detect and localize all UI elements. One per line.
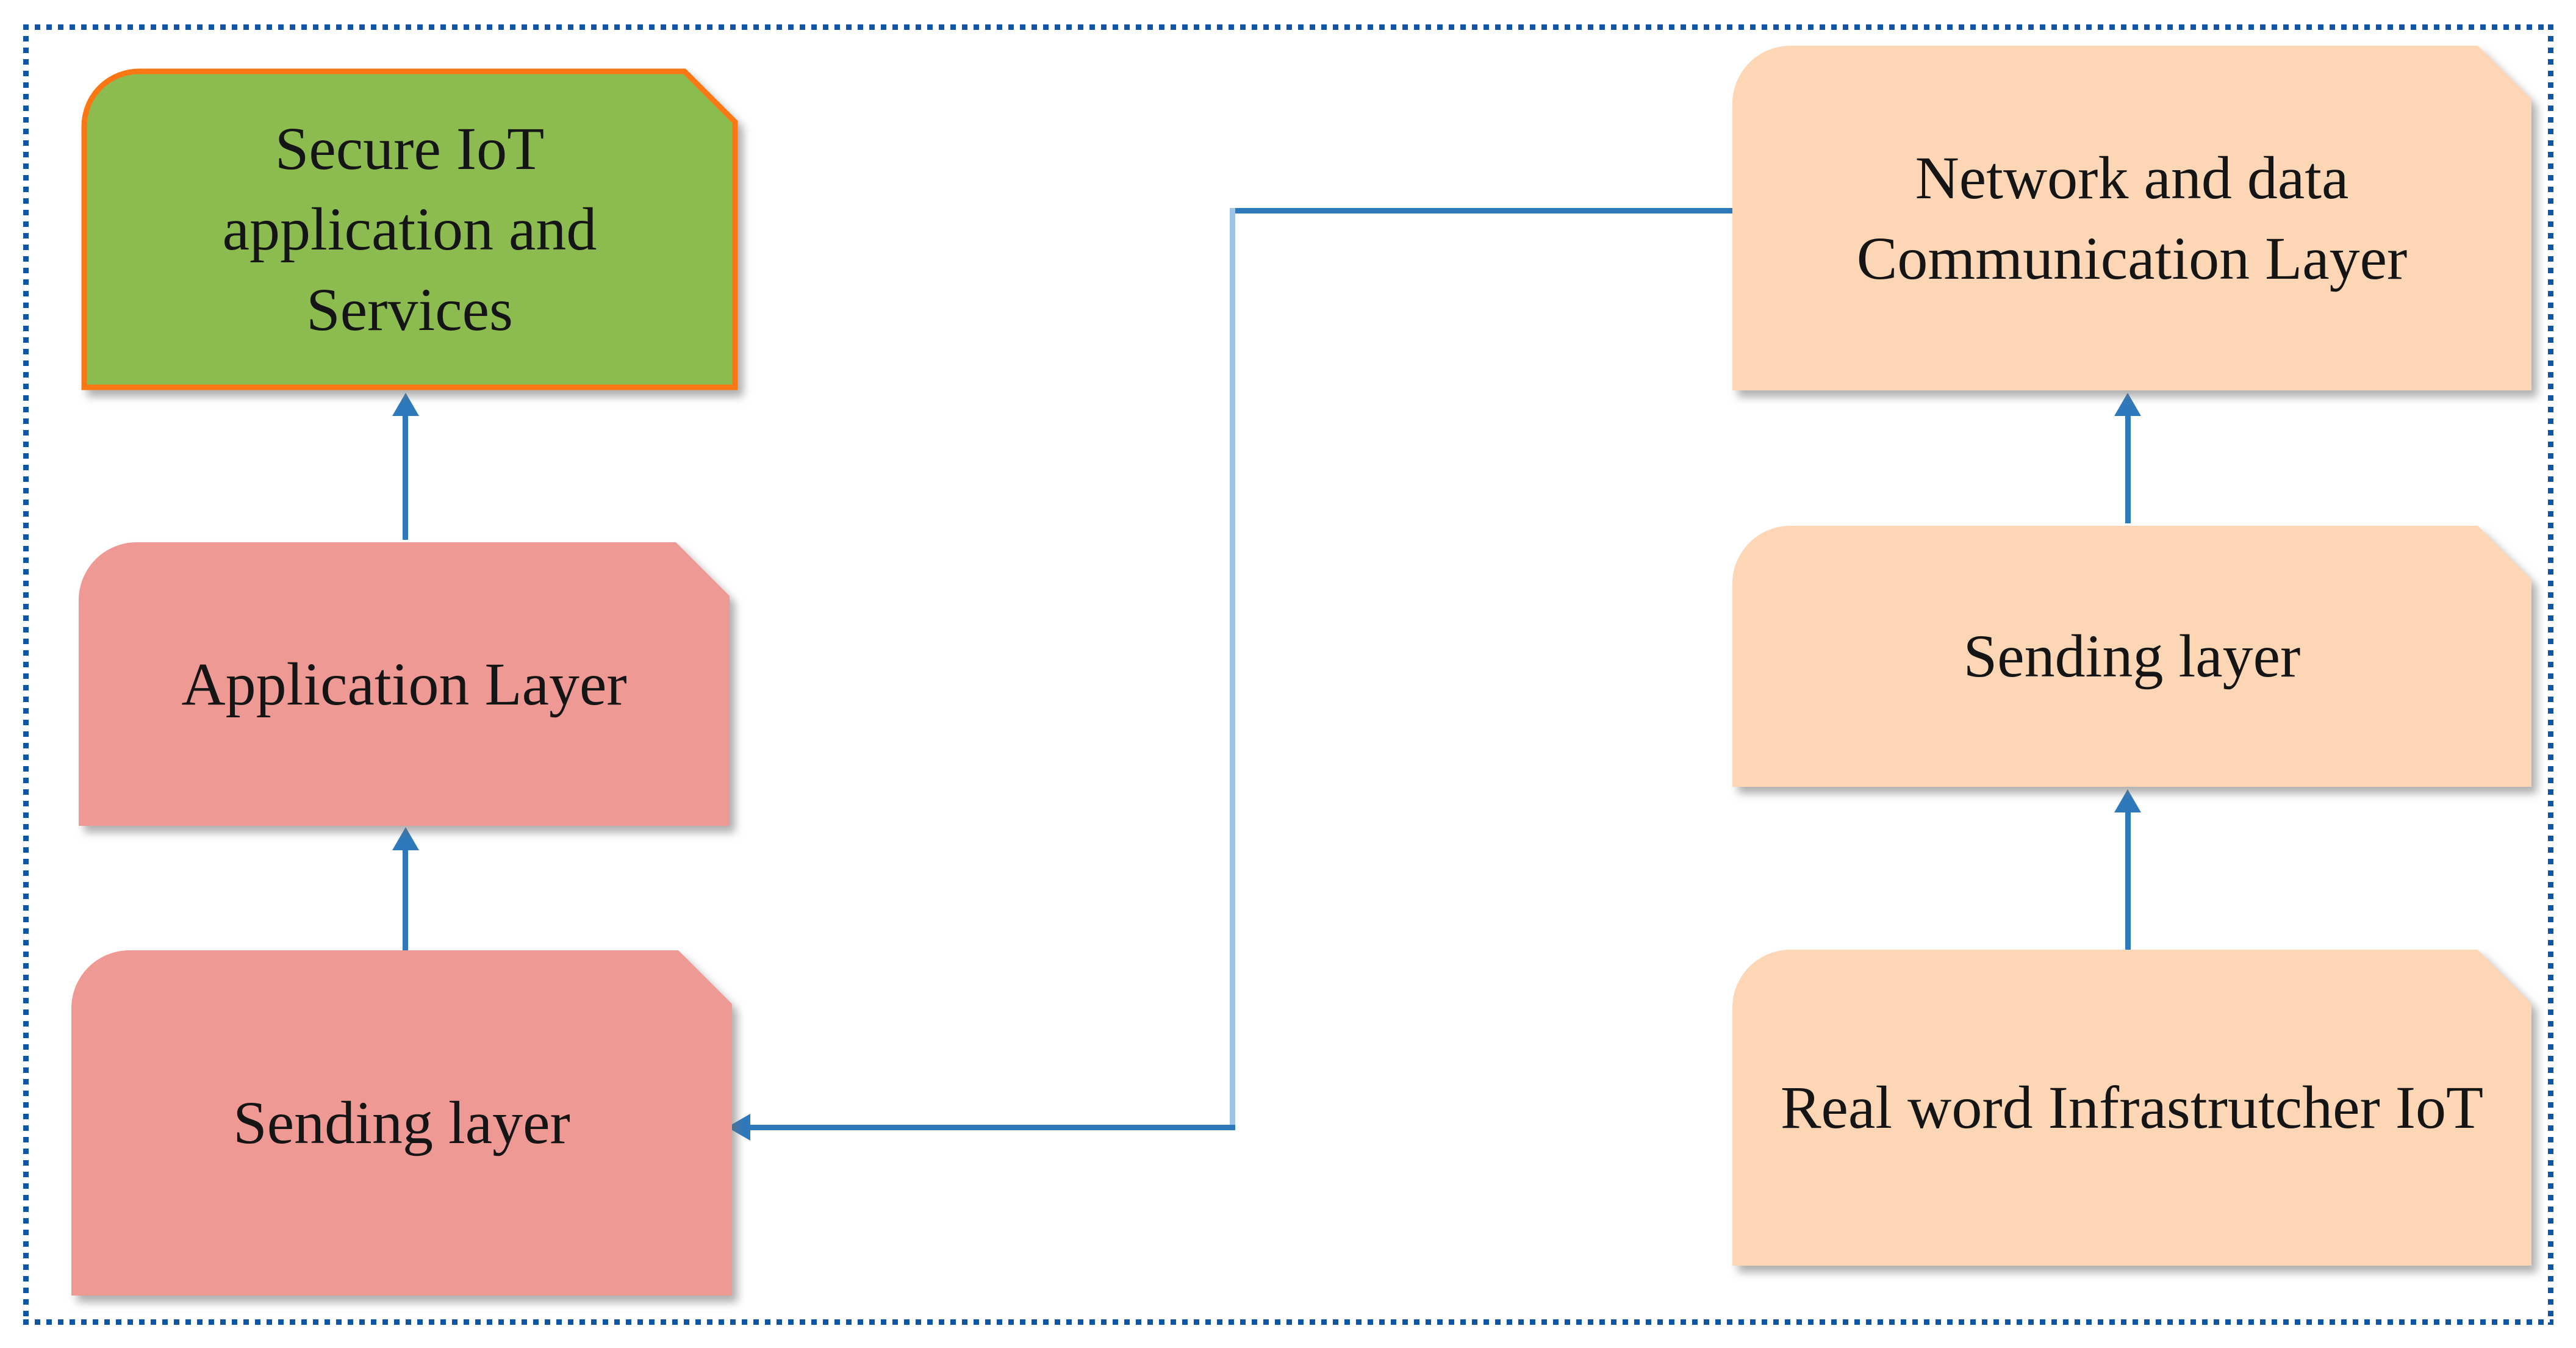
node-shape-path: [1732, 950, 2531, 1266]
node-shape-path: [71, 950, 732, 1296]
dotted-border-bottom: [23, 1319, 2553, 1325]
snip-round-rect-shape: [1732, 950, 2531, 1266]
node-label: Application Layer: [181, 650, 627, 718]
node-sending-layer-left: Sending layer: [71, 950, 732, 1296]
arrow-head-up-icon: [2114, 789, 2141, 812]
node-secure-iot-application-services: Secure IoT application and Services: [81, 68, 738, 390]
node-shape-path: [1732, 46, 2531, 390]
node-sending-layer-right: Sending layer: [1732, 526, 2531, 787]
arrow-head-up-icon: [392, 827, 419, 850]
elbow-connector-vertical-segment: [1230, 208, 1235, 1130]
elbow-connector-bottom-segment: [750, 1125, 1235, 1130]
arrow-shaft: [403, 414, 408, 540]
node-label: Secure IoT application and Services: [222, 115, 597, 343]
dotted-border-left: [23, 24, 29, 1325]
snip-round-rect-shape: [71, 950, 732, 1296]
node-label: Sending layer: [233, 1089, 570, 1156]
node-label: Real word Infrastrutcher IoT: [1780, 1074, 2484, 1141]
elbow-connector-top-segment: [1230, 208, 1732, 213]
node-network-and-data-communication-layer: Network and data Communication Layer: [1732, 46, 2531, 390]
node-real-world-infrastructure-iot: Real word Infrastrutcher IoT: [1732, 950, 2531, 1266]
snip-round-rect-shape: [79, 542, 730, 826]
arrow-shaft: [403, 848, 408, 952]
arrow-head-up-icon: [392, 393, 419, 416]
snip-round-rect-shape: [1732, 526, 2531, 787]
snip-round-rect-shape: [1732, 46, 2531, 390]
node-shape-path: [1732, 526, 2531, 787]
node-shape-path: [79, 542, 730, 826]
arrow-head-up-icon: [2114, 393, 2141, 416]
dotted-border-top: [23, 24, 2553, 30]
node-label: Network and data Communication Layer: [1856, 143, 2408, 292]
snip-round-rect-shape: [81, 68, 738, 390]
node-label: Sending layer: [1963, 622, 2301, 690]
node-application-layer: Application Layer: [79, 542, 730, 826]
arrow-shaft: [2125, 811, 2131, 950]
dotted-border-right: [2548, 24, 2553, 1325]
arrow-shaft: [2125, 414, 2131, 523]
node-shape-path: [81, 68, 738, 390]
